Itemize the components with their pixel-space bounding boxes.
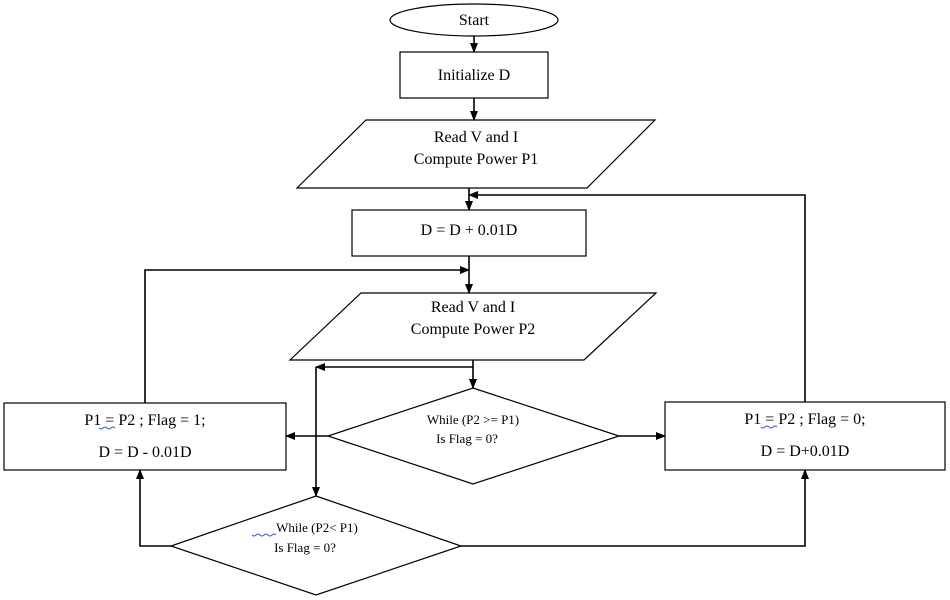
decision-p2-ge-p1: While (P2 >= P1) Is Flag = 0? — [326, 387, 621, 485]
decision1-line1: While (P2 >= P1) — [427, 412, 519, 427]
read-p1-io: Read V and I Compute Power P1 — [295, 119, 657, 189]
read-p1-line1: Read V and I — [434, 129, 518, 146]
start-terminal: Start — [389, 3, 559, 37]
spellcheck-squiggle — [251, 533, 277, 537]
decision2-line2: Is Flag = 0? — [274, 540, 336, 555]
left-box-line2: D = D - 0.01D — [98, 444, 191, 461]
start-label: Start — [459, 12, 490, 29]
increment-label: D = D + 0.01D — [421, 222, 518, 239]
left-box-line1: P1 = P2 ; Flag = 1; — [84, 412, 205, 429]
initialize-process: Initialize D — [399, 51, 549, 99]
arrow-decision2-to-left-box — [136, 469, 171, 547]
arrow-right-box-loop-to-increment — [468, 191, 806, 402]
decision-p2-lt-p1: While (P2< P1) Is Flag = 0? — [169, 495, 463, 596]
arrow-left-box-loop-to-read2 — [144, 266, 470, 403]
right-process-flag-0: P1 = P2 ; Flag = 0; D = D+0.01D — [664, 401, 946, 471]
right-box-line1: P1 = P2 ; Flag = 0; — [744, 411, 865, 428]
read-p2-line2: Compute Power P2 — [411, 321, 535, 338]
arrow-decision2-to-right-box — [461, 469, 809, 547]
left-process-flag-1: P1 = P2 ; Flag = 1; D = D - 0.01D — [3, 402, 287, 471]
spellcheck-squiggle — [760, 425, 778, 429]
increment-process: D = D + 0.01D — [351, 209, 587, 257]
initialize-label: Initialize D — [438, 67, 510, 84]
decision2-line1: While (P2< P1) — [276, 520, 358, 535]
read-p2-io: Read V and I Compute Power P2 — [288, 292, 658, 361]
decision1-line2: Is Flag = 0? — [436, 431, 498, 446]
spellcheck-squiggle — [98, 426, 116, 430]
right-box-line2: D = D+0.01D — [761, 443, 850, 460]
read-p2-line1: Read V and I — [431, 299, 515, 316]
read-p1-line2: Compute Power P1 — [414, 151, 538, 168]
